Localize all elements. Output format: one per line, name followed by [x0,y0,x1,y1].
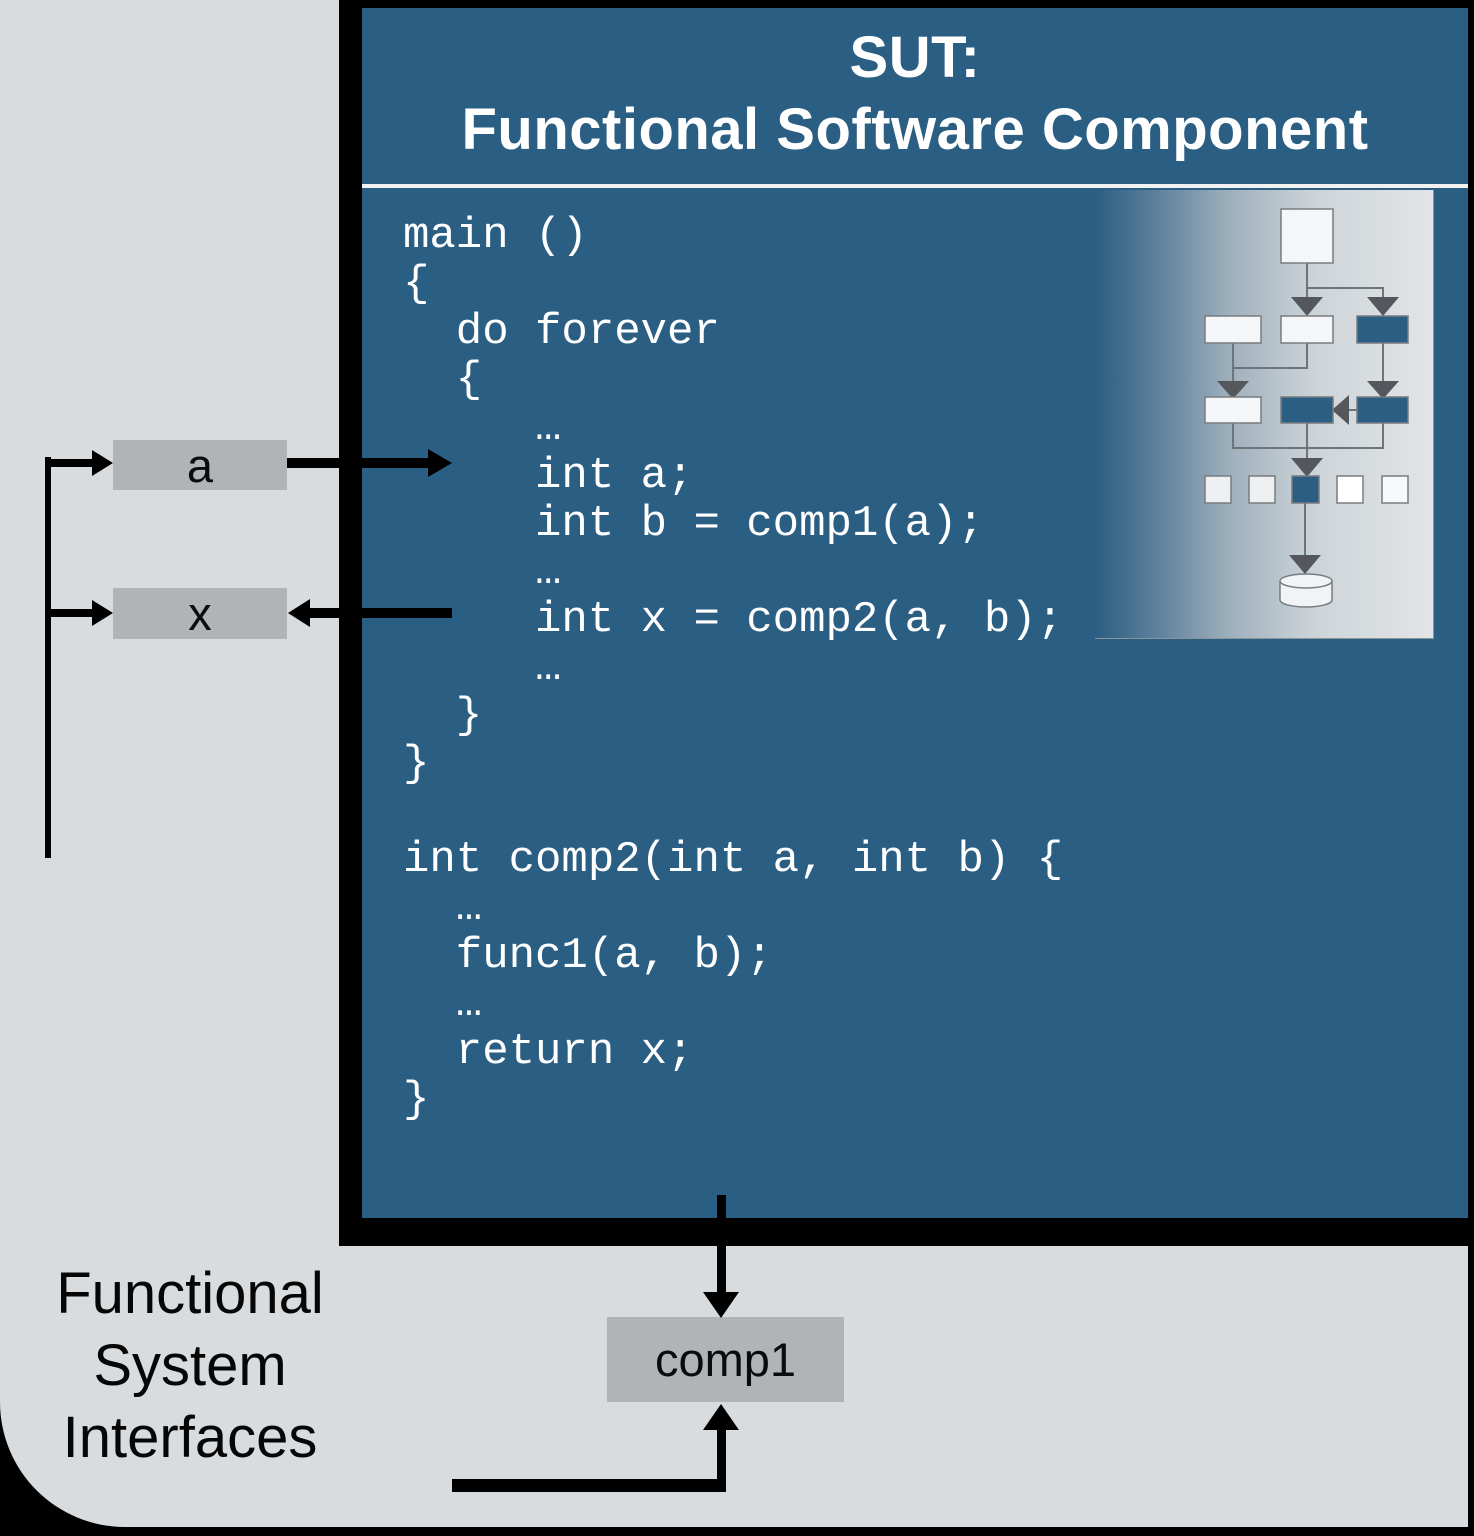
database-cylinder-top [1279,573,1333,589]
flowchart-illustration [1095,190,1434,639]
caption-functional-system-interfaces: Functional System Interfaces [22,1258,358,1474]
flow-line [1232,343,1308,369]
flow-small-node-highlight [1291,475,1320,504]
flow-arrowhead-down [1291,297,1323,316]
title-separator-line [362,184,1468,188]
flow-small-node [1204,475,1232,504]
interface-box-x: x [113,587,287,640]
flow-arrowhead-down [1367,381,1399,399]
arrow-sut-to-x-stem [309,608,452,618]
caption-line3: Interfaces [62,1405,318,1470]
flow-arrowhead-down [1291,458,1323,477]
arrow-return-to-comp1-stem [717,1429,726,1482]
sut-title-line1: SUT: [849,25,981,90]
sut-code-block: main () { do forever { … int a; int b = … [403,211,1064,1125]
arrow-a-into-sut-head [428,449,452,477]
interface-box-comp1-label: comp1 [654,1333,797,1386]
arrow-return-to-comp1-head [703,1404,739,1430]
flow-node-highlight [1280,396,1334,424]
caption-line1: Functional [56,1261,324,1326]
arrow-loop-to-a-stem [48,459,94,467]
caption-line2: System [93,1333,287,1398]
arrow-sut-to-comp1-stem [717,1195,726,1292]
arrow-sut-to-x-head [288,599,310,627]
sut-panel-frame: SUT: Functional Software Component main … [339,0,1474,1246]
sut-title-line2: Functional Software Component [461,97,1369,162]
arrow-a-into-sut-stem [287,458,428,468]
arrow-loop-to-x-head [92,600,113,626]
interface-box-a: a [113,438,287,492]
flow-arrowhead-left [1332,395,1349,425]
flow-small-node [1381,475,1409,504]
flow-small-node [1336,475,1364,504]
flow-node [1204,315,1262,344]
flow-small-node [1248,475,1276,504]
flow-start-node [1280,208,1334,264]
flow-node [1204,396,1262,424]
interface-box-comp1: comp1 [607,1317,844,1402]
flow-node-highlight [1356,396,1409,424]
arrow-sut-to-comp1-head [703,1292,739,1318]
arrow-loop-to-x-stem [48,609,94,617]
feedback-loop-line [45,457,51,858]
arrow-return-to-comp1-baseline [452,1479,726,1492]
flow-line [1306,263,1384,300]
flow-arrowhead-down [1217,381,1249,399]
flow-node-highlight [1356,315,1409,344]
sut-title: SUT: Functional Software Component [362,8,1468,166]
sut-panel: SUT: Functional Software Component main … [362,8,1468,1218]
arrow-loop-to-a-head [92,450,113,476]
interface-box-x-label: x [188,587,212,640]
flow-arrowhead-down [1289,555,1321,574]
interface-box-a-label: a [186,438,214,492]
flow-arrowhead-down [1367,297,1399,316]
flow-node [1280,315,1334,344]
flowchart-svg [1204,208,1409,608]
